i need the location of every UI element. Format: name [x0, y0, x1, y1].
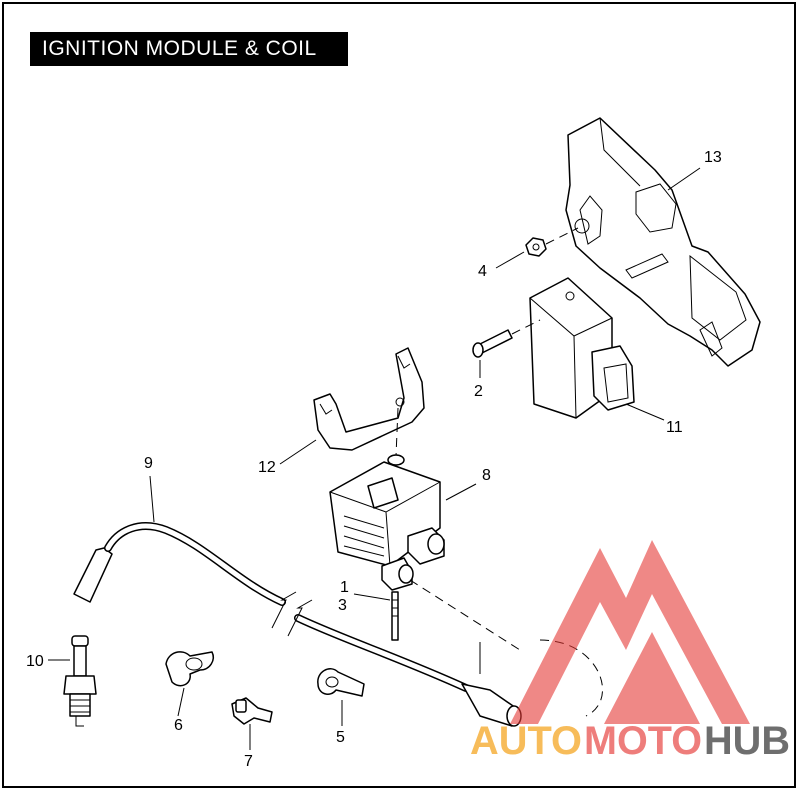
- watermark-text-moto: MOTO: [584, 719, 702, 763]
- part-5-p-clamp: [317, 668, 365, 697]
- part-4-nut: [525, 227, 579, 257]
- diagram-title: IGNITION MODULE & COIL: [30, 32, 348, 66]
- part-13-housing: [565, 117, 761, 367]
- part-10-spark-plug: [63, 635, 97, 727]
- callout-11: 11: [666, 419, 683, 436]
- leader-lines: [48, 167, 701, 750]
- part-7-clip: [231, 697, 273, 725]
- part-6-clip: [165, 651, 214, 687]
- callout-8: 8: [482, 467, 491, 484]
- callout-9: 9: [144, 455, 153, 472]
- part-11-ignition-module: [529, 277, 635, 419]
- part-8-ignition-coil: [329, 454, 521, 651]
- automotohub-watermark: [510, 540, 750, 724]
- callout-13: 13: [704, 149, 722, 166]
- part-9-spark-plug-wire: [73, 522, 603, 727]
- watermark-text-auto: AUTO: [470, 719, 582, 763]
- callout-4: 4: [478, 263, 487, 280]
- part-12-bracket: [313, 347, 425, 457]
- callout-12: 12: [258, 459, 276, 476]
- callout-5: 5: [336, 729, 345, 746]
- callout-3: 3: [338, 597, 347, 614]
- callout-1: 1: [340, 579, 349, 596]
- watermark-text: AUTO MOTO HUB: [470, 719, 790, 763]
- watermark-logo-icon: [510, 540, 750, 724]
- part-2-screw: [472, 319, 541, 358]
- callout-2: 2: [474, 383, 483, 400]
- watermark-text-hub: HUB: [704, 719, 790, 763]
- callout-10: 10: [26, 653, 44, 670]
- callout-7: 7: [244, 753, 253, 770]
- callout-6: 6: [174, 717, 183, 734]
- part-1-3-stud: [391, 591, 399, 641]
